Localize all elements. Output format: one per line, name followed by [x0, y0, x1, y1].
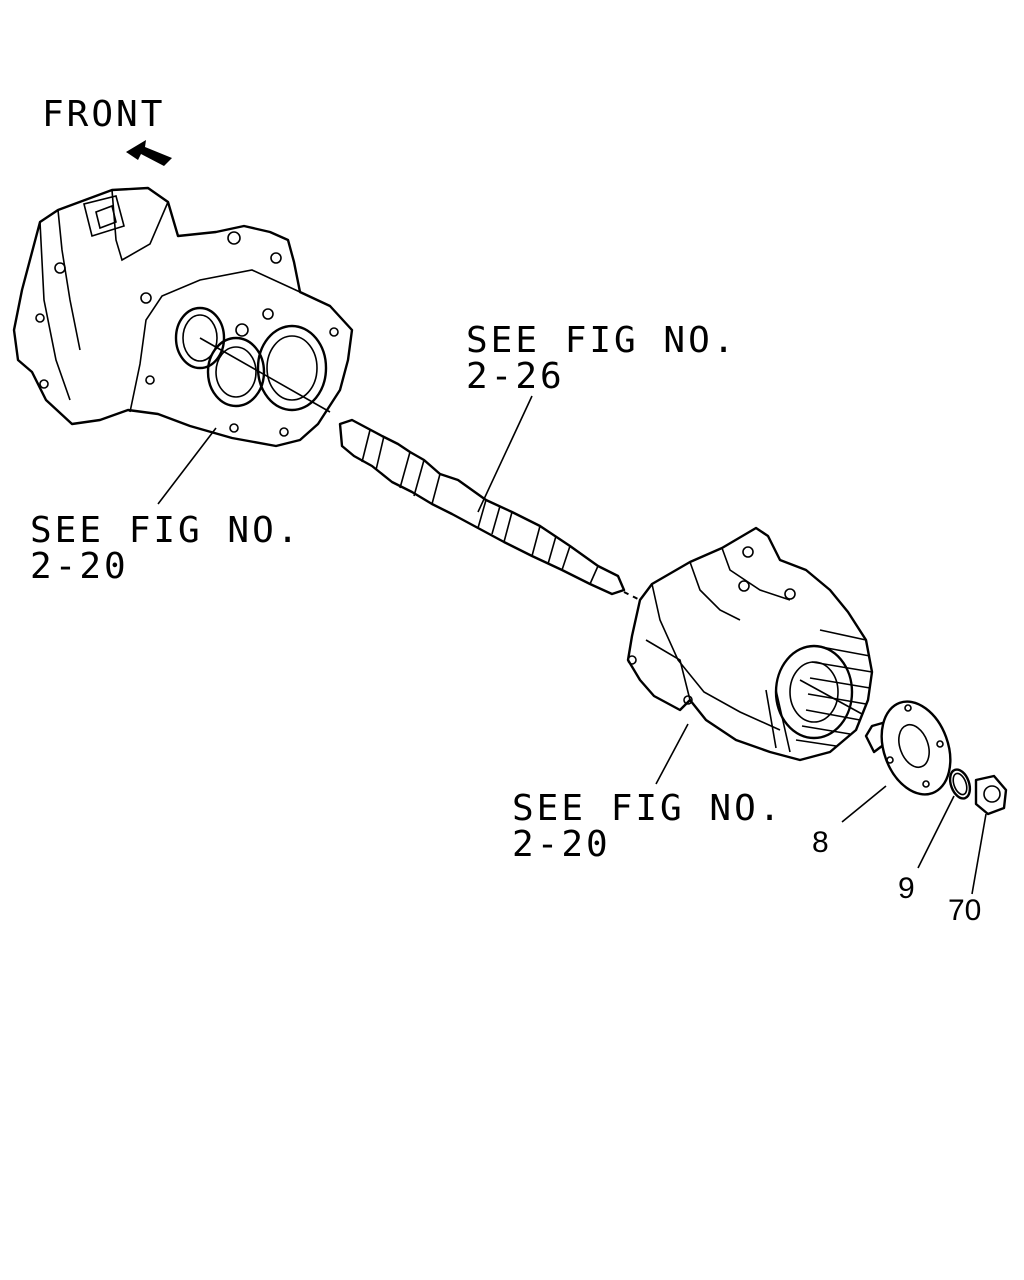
shaft-alignment-line [623, 591, 641, 601]
part-number-flange: 8 [812, 826, 829, 859]
mainshaft [338, 418, 626, 596]
front-label: FRONT [42, 94, 165, 135]
leader-mainshaft [477, 395, 533, 513]
leader-front-case [157, 427, 217, 505]
callout-mainshaft-line1: SEE FIG NO. [466, 320, 737, 361]
arrow-left-icon [126, 140, 172, 166]
callout-mainshaft-line2: 2-26 [466, 356, 565, 397]
leader-flange [841, 785, 887, 823]
nut-part [974, 774, 1008, 816]
callout-front-case-line1: SEE FIG NO. [30, 510, 301, 551]
oring-part [948, 768, 972, 800]
callout-rear-case-line1: SEE FIG NO. [512, 788, 783, 829]
leader-oring [917, 795, 955, 869]
part-number-nut: 70 [948, 894, 981, 927]
flange-part [864, 700, 952, 796]
callout-rear-case-line2: 2-20 [512, 824, 611, 865]
leader-nut [971, 813, 987, 895]
part-number-oring: 9 [898, 872, 915, 905]
callout-front-case-line2: 2-20 [30, 546, 129, 587]
rear-case [626, 526, 874, 762]
leader-rear-case [655, 723, 689, 785]
front-transmission-case [12, 186, 354, 448]
